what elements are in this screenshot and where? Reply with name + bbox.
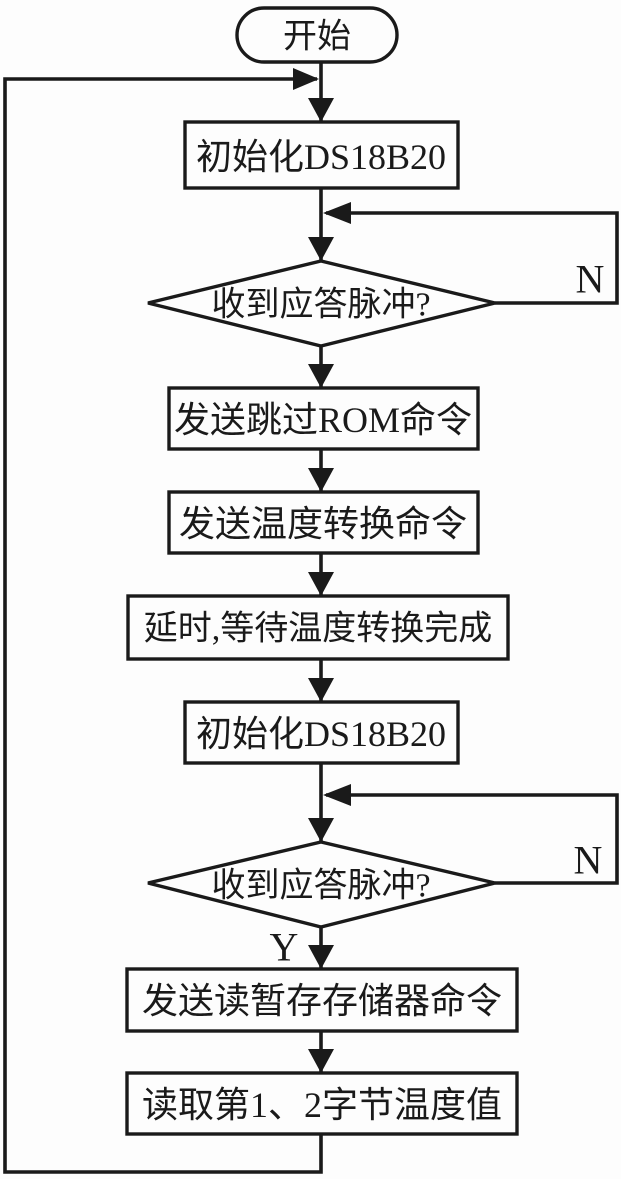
check2-label: 收到应答脉冲? <box>211 867 430 905</box>
arrowheads <box>293 68 351 1073</box>
arrowhead-down-into-init1-icon <box>308 98 334 122</box>
edge-main-feedback-loop <box>3 77 323 1174</box>
init2-label: 初始化DS18B20 <box>196 714 446 754</box>
node-send-convert-cmd: 发送温度转换命令 <box>167 490 480 555</box>
branch-label-yes-2: Y <box>270 925 299 970</box>
init2-process-shape <box>183 700 460 765</box>
readcmd-label: 发送读暂存存储器命令 <box>142 981 502 1021</box>
node-ack-pulse-decision-2: 收到应答脉冲? <box>147 840 496 929</box>
arrowhead-down-into-delay-icon <box>308 572 334 596</box>
readcmd-process-shape <box>125 967 519 1033</box>
convcmd-process-shape <box>167 490 480 555</box>
readtemp-label: 读取第1、2字节温度值 <box>142 1085 502 1125</box>
arrowhead-down-into-readtemp-icon <box>308 1049 334 1073</box>
connector-lines <box>3 62 619 1174</box>
branch-label-no-2: N <box>574 838 603 883</box>
arrowhead-right-top-junction-icon <box>293 68 319 90</box>
arrowhead-down-into-check1-icon <box>308 237 334 261</box>
init1-process-shape <box>183 120 460 190</box>
edge-check1-no-loop <box>326 211 619 305</box>
delay-process-shape <box>126 594 510 661</box>
arrowhead-left-no-loop2-icon <box>323 784 351 806</box>
node-send-skip-rom: 发送跳过ROM命令 <box>167 386 480 451</box>
branch-label-no-1: N <box>576 257 605 302</box>
arrowhead-down-into-init2-icon <box>308 678 334 702</box>
start-terminator-shape <box>235 6 399 64</box>
node-init-ds18b20-2: 初始化DS18B20 <box>183 700 460 765</box>
node-start: 开始 <box>235 6 399 64</box>
start-label: 开始 <box>283 18 351 56</box>
node-delay-wait-conversion: 延时,等待温度转换完成 <box>126 594 510 661</box>
check2-decision-shape <box>147 840 496 929</box>
arrowhead-down-into-readcmd-icon <box>308 945 334 969</box>
check1-decision-shape <box>147 259 496 348</box>
init1-label: 初始化DS18B20 <box>196 137 446 177</box>
arrowhead-down-into-skiprom-icon <box>308 364 334 388</box>
convcmd-label: 发送温度转换命令 <box>179 504 467 544</box>
arrowhead-down-into-check2-icon <box>308 818 334 842</box>
node-read-temp-bytes: 读取第1、2字节温度值 <box>125 1071 519 1136</box>
node-ack-pulse-decision-1: 收到应答脉冲? <box>147 259 496 348</box>
arrowhead-left-no-loop1-icon <box>323 202 351 224</box>
readtemp-process-shape <box>125 1071 519 1136</box>
node-init-ds18b20-1: 初始化DS18B20 <box>183 120 460 190</box>
node-send-read-scratchpad: 发送读暂存存储器命令 <box>125 967 519 1033</box>
edge-check2-no-loop <box>326 793 619 885</box>
skiprom-label: 发送跳过ROM命令 <box>174 400 472 440</box>
skiprom-process-shape <box>167 386 480 451</box>
arrowhead-down-into-convcmd-icon <box>308 468 334 492</box>
check1-label: 收到应答脉冲? <box>211 286 430 324</box>
delay-label: 延时,等待温度转换完成 <box>144 610 493 648</box>
